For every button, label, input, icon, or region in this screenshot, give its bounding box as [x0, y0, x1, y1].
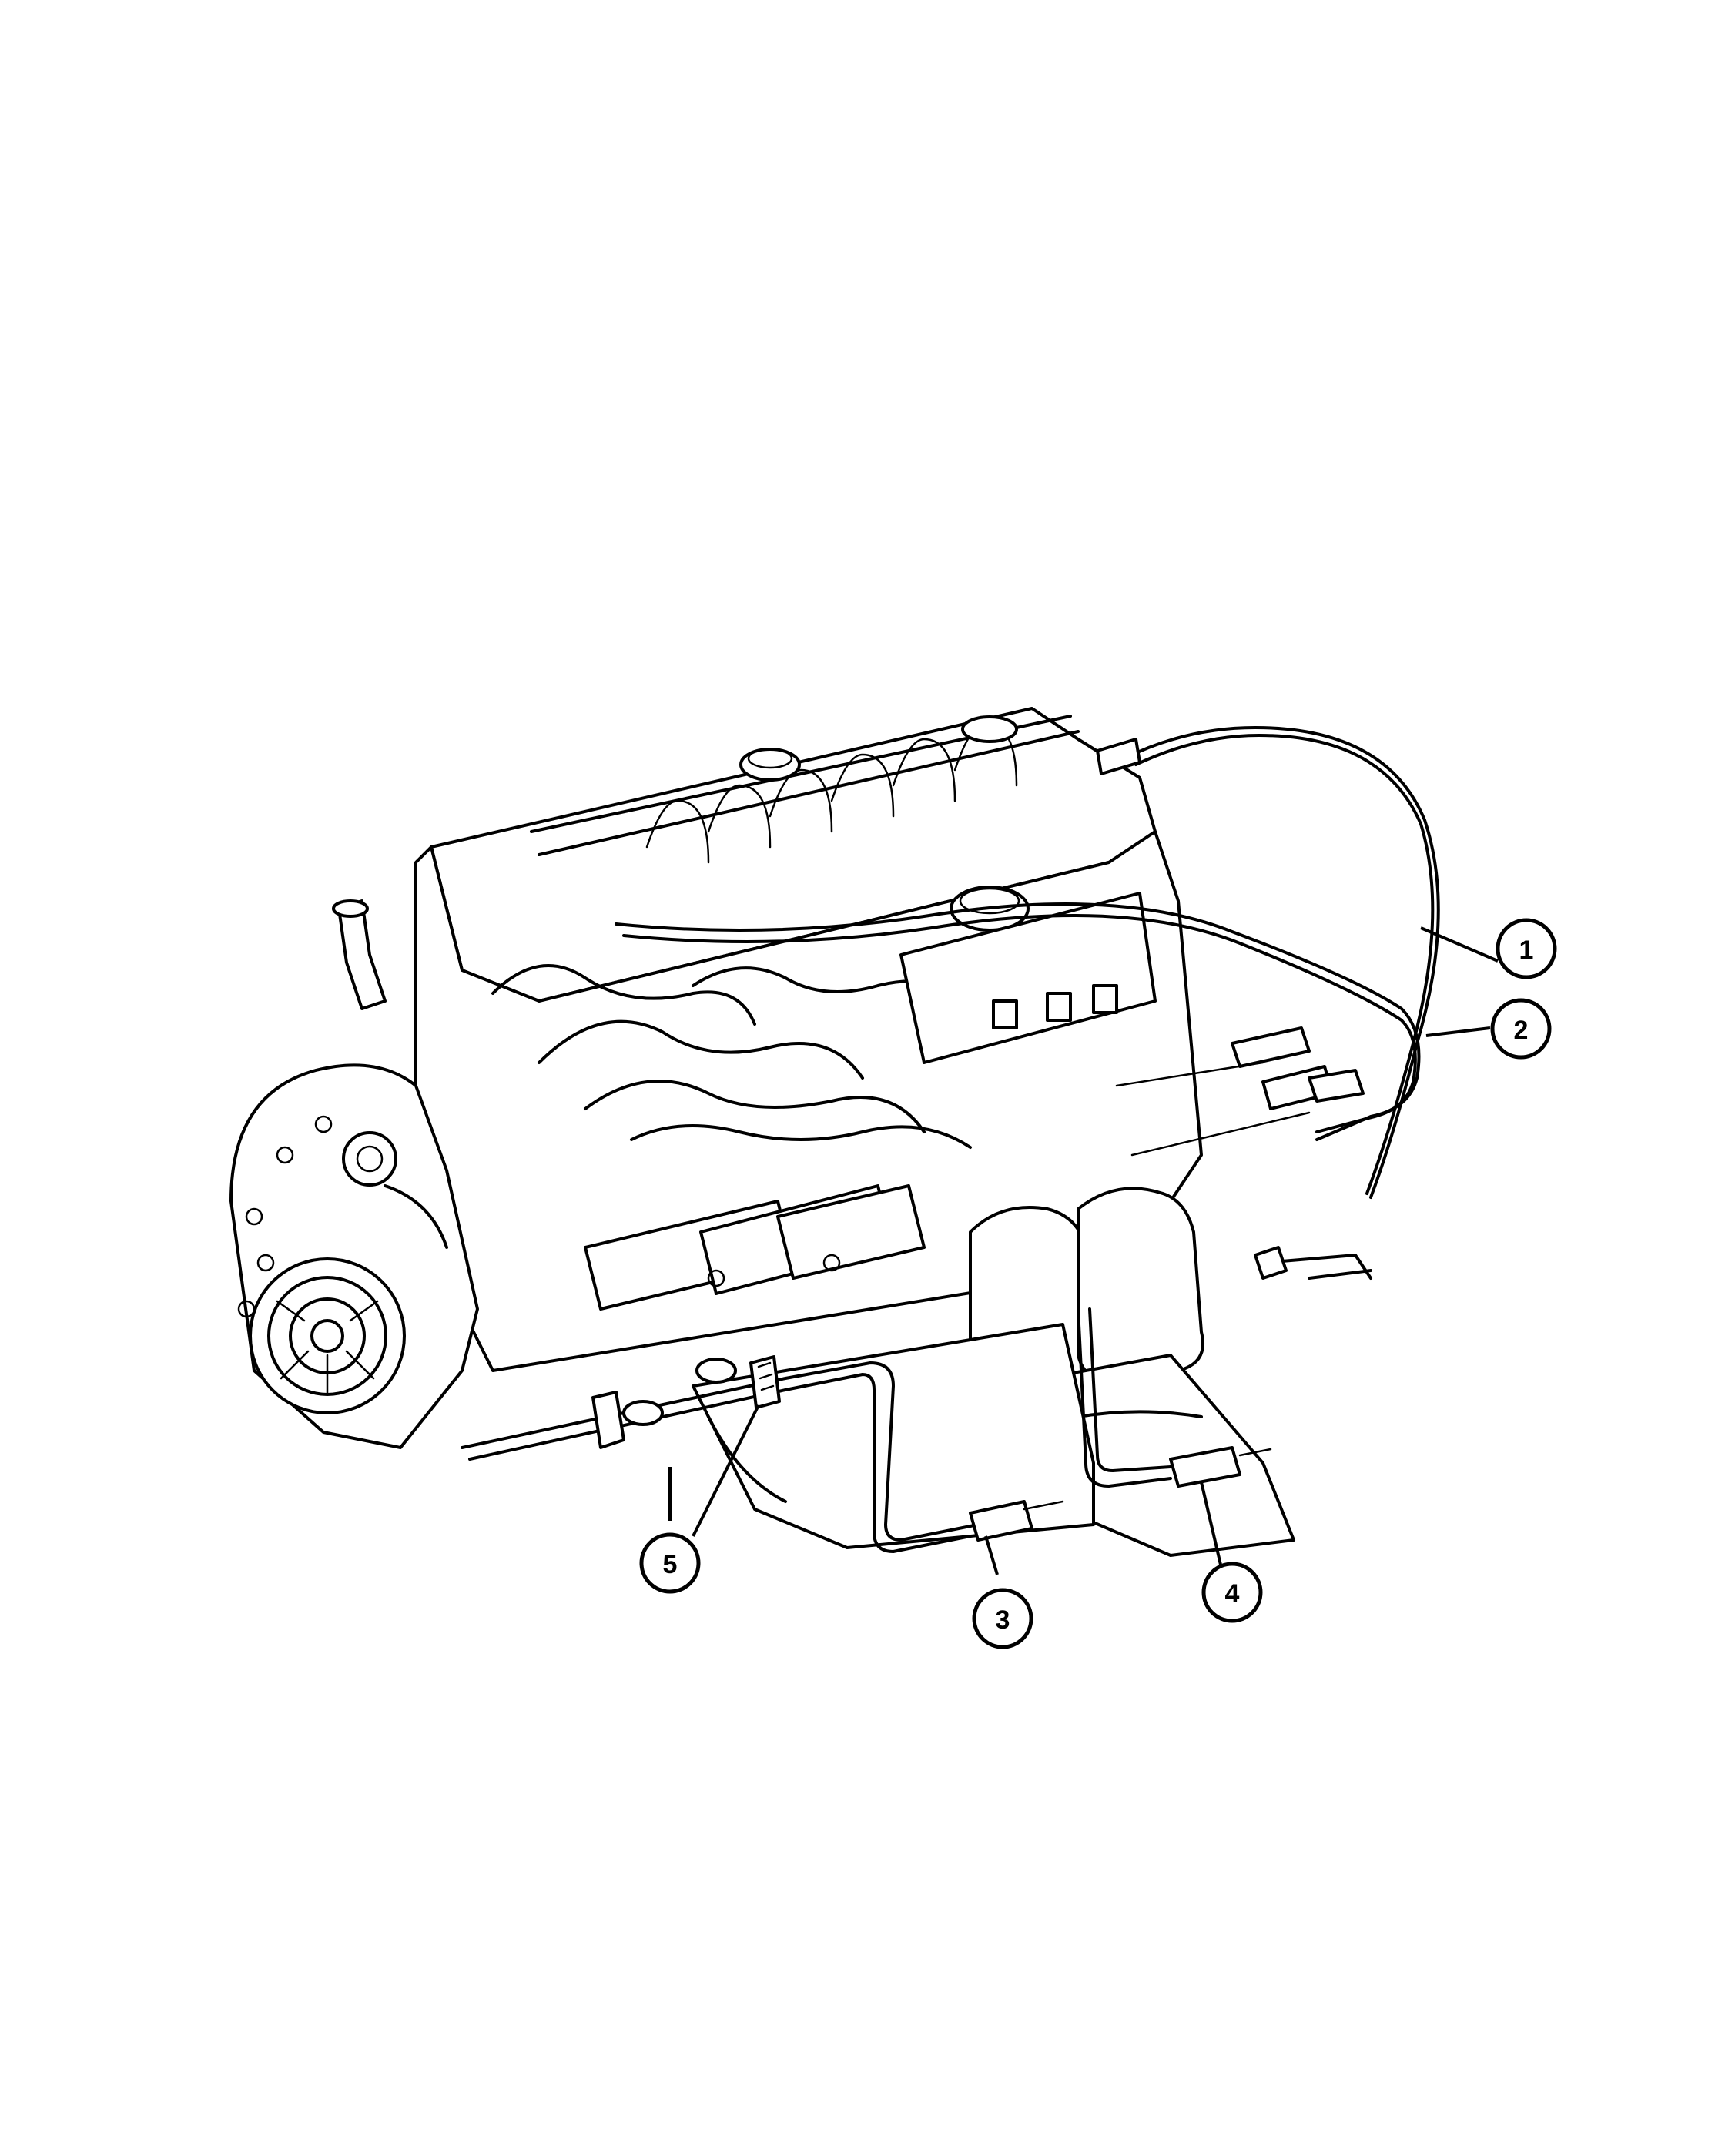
callout-4-label: 4 [1225, 1579, 1240, 1609]
leader-4 [1200, 1481, 1222, 1565]
callout-5: 5 [639, 1532, 701, 1594]
callout-4: 4 [1201, 1562, 1263, 1623]
callout-1-label: 1 [1519, 936, 1534, 965]
leader-3 [984, 1535, 999, 1575]
callout-3: 3 [972, 1588, 1033, 1649]
callout-1: 1 [1496, 918, 1557, 979]
leader-2 [1425, 1026, 1491, 1037]
callout-2: 2 [1490, 998, 1552, 1060]
callout-3-label: 3 [996, 1605, 1010, 1635]
leader-lines [668, 926, 1499, 1575]
callout-2-label: 2 [1514, 1016, 1529, 1045]
engine-illustration [229, 707, 1440, 1557]
callout-5-label: 5 [663, 1550, 678, 1579]
leader-5b [692, 1404, 760, 1537]
leader-1 [1420, 926, 1499, 962]
